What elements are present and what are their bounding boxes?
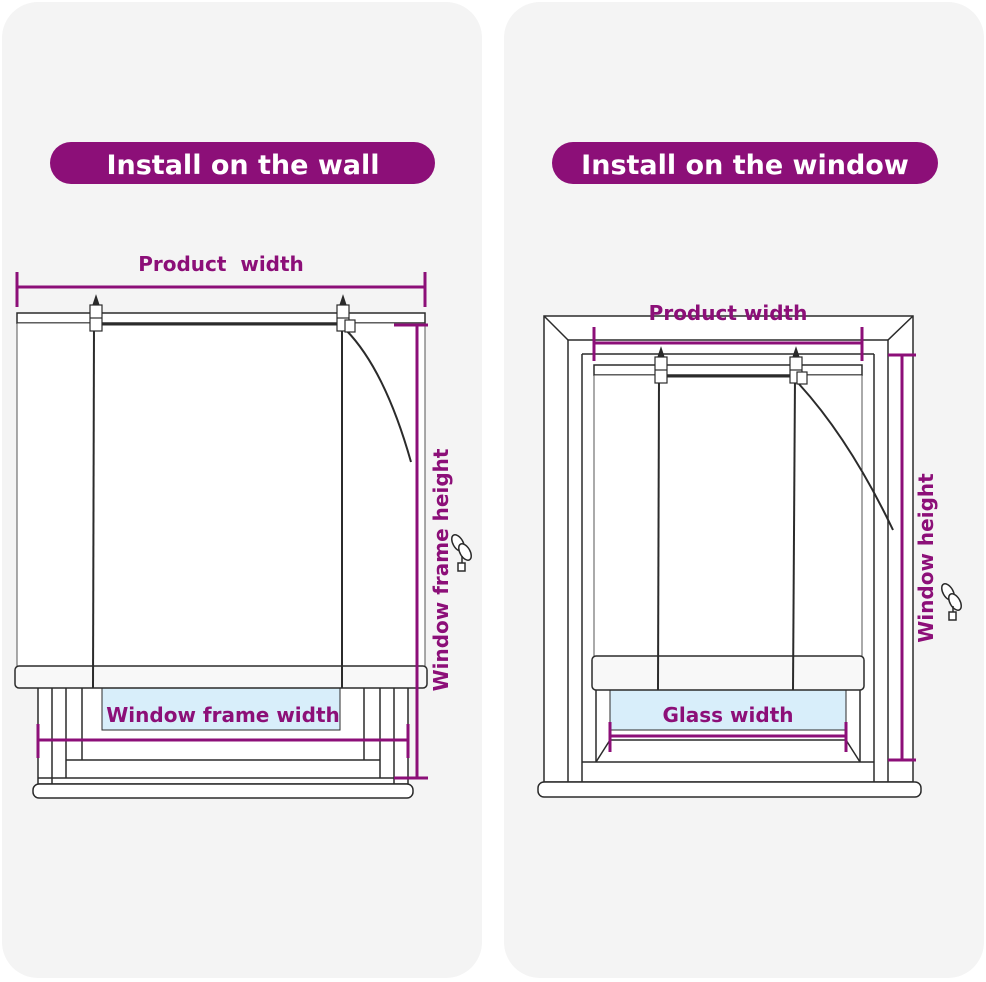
window-glass (609, 689, 847, 731)
product-width-label: Product width (649, 301, 808, 325)
frame-width-dimension: Window frame width (36, 703, 410, 758)
blind-hook-right (789, 346, 808, 385)
wall-glass (101, 687, 341, 731)
frame-width-label: Window frame width (106, 703, 340, 727)
frame-height-dimension: Window frame height (394, 323, 453, 780)
window-install-title: Install on the window (552, 142, 938, 184)
product-width-dimension: Product width (15, 252, 427, 307)
product-width-dimension: Product width (592, 301, 864, 361)
window-height-label: Window height (914, 473, 938, 643)
glass-width-dimension: Glass width (608, 703, 848, 752)
title-pill (50, 142, 435, 184)
wall-install-panel: Install on the wall Product width (2, 2, 482, 978)
blind-hook-left (89, 294, 103, 332)
blind-hook-right (336, 294, 356, 333)
product-width-label: Product width (138, 252, 304, 276)
wall-install-title-text: Install on the wall (106, 150, 379, 181)
chain-pull-icon (941, 583, 962, 621)
chain-pull-icon (451, 534, 472, 572)
glass-width-label: Glass width (663, 703, 794, 727)
title-pill (552, 142, 938, 184)
window-height-dimension: Window height (888, 353, 938, 762)
wall-install-title: Install on the wall (50, 142, 435, 184)
window-install-panel: Install on the window (504, 2, 984, 978)
window-install-title-text: Install on the window (581, 150, 909, 181)
frame-height-label: Window frame height (429, 448, 453, 691)
blind-hook-left (654, 346, 668, 384)
wall-blind (14, 312, 428, 689)
window-blind (591, 364, 894, 691)
